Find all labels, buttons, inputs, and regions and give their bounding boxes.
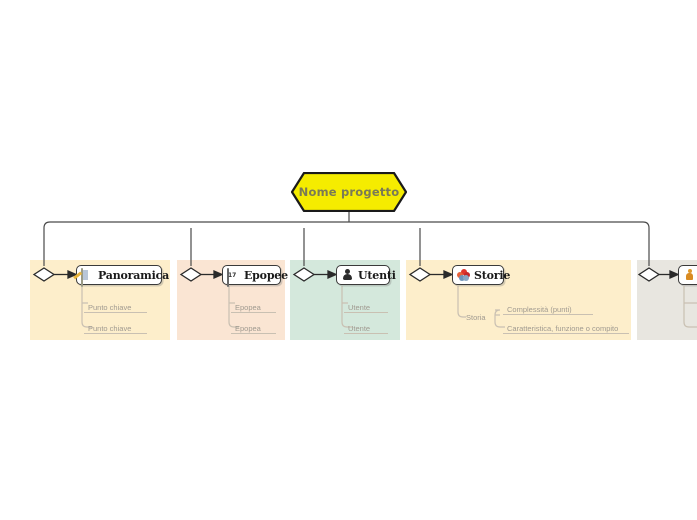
leaf-epopee-2[interactable]: Epopea [231,319,276,334]
root-label: Nome progetto [298,185,400,199]
node-panoramica-title: Panoramica [98,268,170,282]
leaf-underline [231,333,276,334]
leaf-storia-caratteristica[interactable]: Caratteristica, funzione o compito [503,319,629,334]
node-epopee[interactable]: 17 Epopee [222,265,288,287]
leaf-label: Caratteristica, funzione o compito [507,324,619,333]
leaf-underline [84,333,147,334]
leaf-label: Punto chiave [88,303,132,312]
leaf-underline [344,312,388,313]
node-utenti[interactable]: Utenti [336,265,396,285]
leaf-label: Punto chiave [88,324,132,333]
leaf-label: Complessità (punti) [507,305,572,314]
leaf-panoramica-1[interactable]: Punto chiave [84,298,147,313]
leaf-underline [84,312,147,313]
leaf-underline [503,314,593,315]
leaf-epopee-1[interactable]: Epopea [231,298,276,313]
leaf-underline [344,333,388,334]
node-clipped[interactable] [678,265,697,285]
leaf-utenti-1[interactable]: Utente [344,298,388,313]
node-epopee-title: Epopee [244,268,288,282]
note-pencil-icon [81,267,94,287]
person-orange-icon [683,269,696,282]
leaf-storia[interactable]: Storia [466,313,486,322]
leaf-label: Utente [348,324,371,333]
node-storie[interactable]: Storie [452,265,510,285]
leaf-utenti-2[interactable]: Utente [344,319,388,334]
root-hexagon-shape [291,172,407,212]
calendar-icon: 17 [227,267,240,287]
leaf-storia-complessita[interactable]: Complessità (punti) [503,300,593,315]
flower-icon [457,268,470,282]
leaf-label: Epopea [235,303,261,312]
leaf-underline [231,312,276,313]
leaf-underline [503,333,629,334]
root-node[interactable]: Nome progetto [291,172,407,212]
user-icon [341,269,354,282]
node-storie-title: Storie [474,268,511,282]
node-utenti-title: Utenti [358,268,396,282]
leaf-label: Epopea [235,324,261,333]
node-panoramica[interactable]: Panoramica [76,265,169,287]
leaf-panoramica-2[interactable]: Punto chiave [84,319,147,334]
leaf-label: Utente [348,303,371,312]
